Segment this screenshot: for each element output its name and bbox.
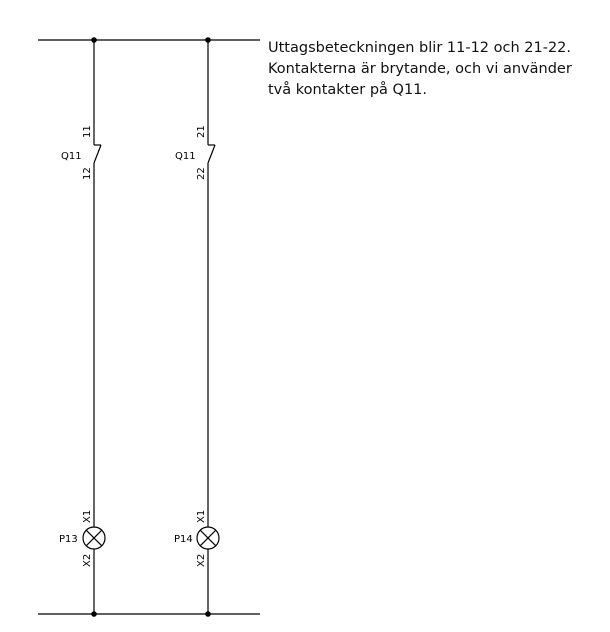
lamp-device-label: P14 <box>174 534 193 545</box>
contact-terminal-bottom-label: 22 <box>196 167 207 180</box>
lamp-terminal-bottom-label: X2 <box>82 554 93 567</box>
circuit-2: Q11 21 22 P14 X1 X2 <box>174 37 220 617</box>
contact-terminal-top-label: 21 <box>196 125 207 138</box>
description-text: Uttagsbeteckningen blir 11-12 och 21-22.… <box>268 38 598 101</box>
contact-terminal-bottom-label: 12 <box>82 167 93 180</box>
description-line: två kontakter på Q11. <box>268 82 428 98</box>
contact-terminal-top-label: 11 <box>82 125 93 138</box>
description-line: Kontakterna är brytande, och vi använder <box>268 61 572 77</box>
lamp-terminal-top-label: X1 <box>196 510 207 523</box>
lamp-terminal-top-label: X1 <box>82 510 93 523</box>
break-contact-symbol <box>93 144 102 164</box>
lamp-symbol <box>82 526 106 550</box>
description-line: Uttagsbeteckningen blir 11-12 och 21-22. <box>268 40 572 56</box>
lamp-terminal-bottom-label: X2 <box>196 554 207 567</box>
contact-device-label: Q11 <box>61 151 82 162</box>
circuit-1: Q11 11 12 P13 X1 X2 <box>59 37 106 617</box>
contact-device-label: Q11 <box>175 151 196 162</box>
lamp-symbol <box>196 526 220 550</box>
lamp-device-label: P13 <box>59 534 78 545</box>
break-contact-symbol <box>207 144 216 164</box>
